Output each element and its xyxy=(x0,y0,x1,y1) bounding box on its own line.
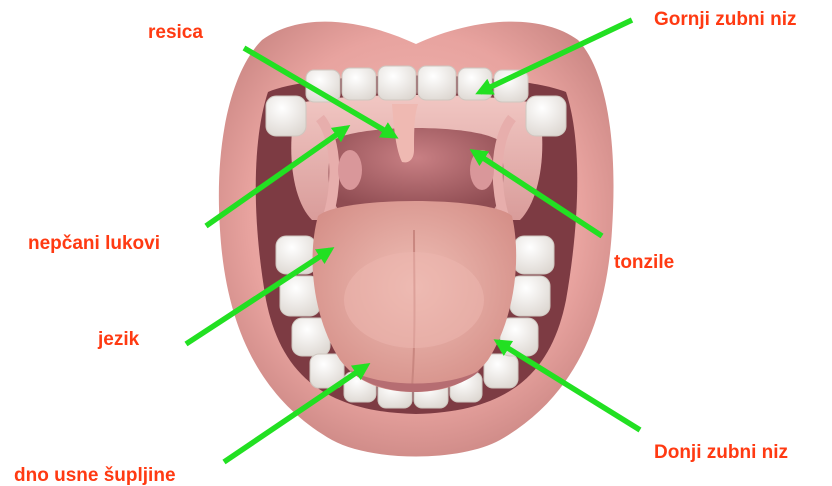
label-resica: resica xyxy=(148,23,203,42)
label-dno-usne-supljine: dno usne šupljine xyxy=(14,466,176,485)
label-gornji-zubni-niz: Gornji zubni niz xyxy=(654,10,796,29)
label-jezik: jezik xyxy=(98,330,139,349)
label-tonzile: tonzile xyxy=(614,253,674,272)
label-donji-zubni-niz: Donji zubni niz xyxy=(654,443,788,462)
label-nepcani-lukovi: nepčani lukovi xyxy=(28,234,160,253)
